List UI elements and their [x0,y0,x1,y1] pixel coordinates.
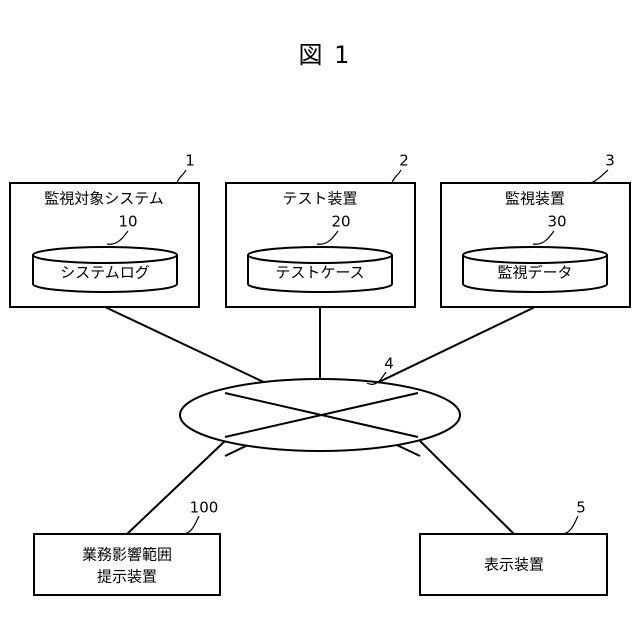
leader-ref-5 [562,516,578,534]
link-network-display-device [420,441,514,534]
link-network-impact-device [127,441,225,534]
ref-number-10: 10 [118,213,137,231]
ref-number-4: 4 [384,355,394,373]
monitoring-device-label: 監視装置 [505,190,565,208]
monitoring-data-label: 監視データ [497,264,572,282]
system-log-label: システムログ [60,264,150,282]
leader-ref-2 [392,170,401,183]
impact-device-box [34,534,220,595]
ref-number-100: 100 [190,499,219,517]
display-device-label: 表示装置 [484,556,544,574]
test-device-label: テスト装置 [282,190,357,208]
leader-ref-1 [177,170,186,183]
figure-title: 図 1 [299,41,352,69]
test-case-label: テストケース [275,264,364,282]
ref-number-2: 2 [399,152,409,170]
impact-device-label-line2: 提示装置 [97,568,157,586]
leader-ref-3 [583,170,608,183]
impact-device-label-line1: 業務影響範囲 [82,546,172,564]
ref-number-30: 30 [547,213,566,231]
ref-number-3: 3 [605,152,615,170]
ref-number-1: 1 [185,152,195,170]
ref-number-20: 20 [331,213,350,231]
ref-number-5: 5 [576,499,586,517]
leader-ref-100 [183,516,199,534]
monitored-system-label: 監視対象システム [44,190,164,208]
